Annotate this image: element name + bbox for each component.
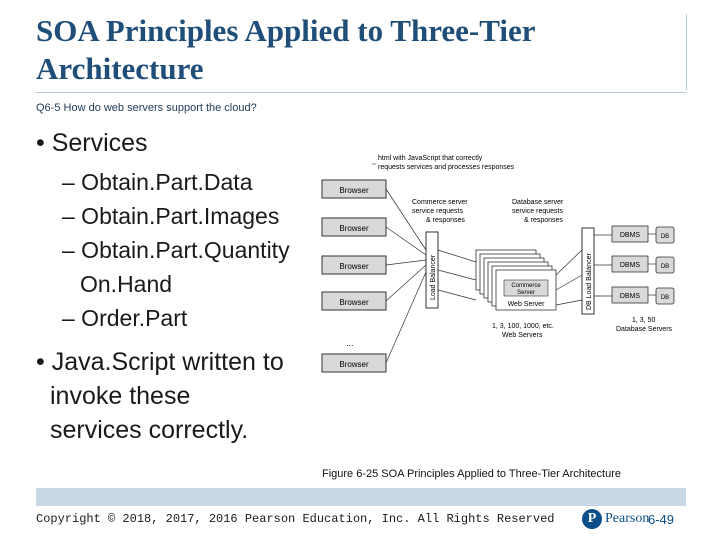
sub-bullet-on-hand: On.Hand (80, 271, 173, 297)
question-text: Q6-5 How do web servers support the clou… (36, 102, 257, 114)
pearson-brand: Pearson (605, 511, 650, 526)
sub-bullet-obtain-part-data: – Obtain.Part.Data (62, 169, 253, 195)
copyright-text: Copyright © 2018, 2017, 2016 Pearson Edu… (36, 512, 555, 526)
bullet-javascript-line-2: invoke these (50, 382, 191, 410)
browser-label: Browser (339, 224, 369, 233)
db-label-2: service requests (512, 208, 563, 215)
commerce-label-1: Commerce server (412, 199, 468, 206)
browser-label: Browser (339, 262, 369, 271)
slide-number: 6-49 (648, 512, 675, 527)
dbms-label: DBMS (620, 232, 641, 239)
bullet-javascript-line-1: • Java.Script written to (36, 348, 284, 376)
title-divider-vertical (686, 14, 687, 90)
db-label-3: & responses (524, 217, 563, 224)
title-divider-horizontal (36, 92, 686, 93)
db-label: DB (661, 234, 669, 240)
browser-label: Browser (339, 360, 369, 369)
db-label-1: Database server (512, 199, 564, 206)
browser-label: Browser (339, 298, 369, 307)
db-label: DB (661, 295, 669, 301)
top-note-line-1: html with JavaScript that correctly (378, 155, 483, 162)
sub-bullet-order-part: – Order.Part (62, 305, 188, 331)
sub-bullet-obtain-part-quantity: – Obtain.Part.Quantity (62, 237, 290, 263)
dbms-box: DBMS (611, 255, 649, 273)
slide-title: SOA Principles Applied to Three-Tier Arc… (36, 13, 535, 86)
connector-line (385, 271, 427, 364)
bullet-services: • Services (36, 129, 148, 157)
sub-bullet-obtain-part-images: – Obtain.Part.Images (62, 203, 280, 229)
browser-ellipsis: ... (346, 338, 354, 348)
db-label: DB (661, 264, 669, 270)
connector-line (385, 264, 427, 302)
web-server-label-1: Commerce (511, 283, 541, 289)
browser-box: Browser (321, 179, 387, 199)
figure-caption: Figure 6-25 SOA Principles Applied to Th… (322, 468, 621, 480)
dbms-box: DBMS (611, 286, 649, 304)
database-icon: DB (655, 256, 675, 274)
bullet-javascript: • Java.Script written to invoke these se… (36, 345, 284, 447)
pearson-logo-icon: P (582, 509, 602, 529)
browser-box: Browser (321, 291, 387, 311)
web-server-count-2: Web Servers (502, 332, 543, 339)
footer-bar (36, 488, 686, 506)
web-server-label-3: Web Server (508, 301, 545, 308)
commerce-label-3: & responses (426, 217, 465, 224)
db-load-balancer-label: DB Load Balancer (586, 253, 593, 310)
connector-line (385, 188, 427, 251)
connector-line (385, 226, 427, 256)
load-balancer-label: Load Balancer (430, 254, 437, 300)
top-note-line-2: requests services and processes response… (378, 164, 515, 171)
web-server-stack: Commerce Server Web Server (475, 249, 557, 311)
browser-label: Browser (339, 186, 369, 195)
db-load-balancer-box (581, 227, 595, 315)
web-server-count-1: 1, 3, 100, 1000, etc. (492, 323, 554, 330)
connector-line (385, 259, 427, 266)
browser-box: Browser (321, 353, 387, 373)
web-server-label-2: Server (517, 290, 535, 296)
bullet-javascript-line-3: services correctly. (50, 416, 249, 444)
browser-box: Browser (321, 255, 387, 275)
database-icon: DB (655, 287, 675, 305)
dbms-box: DBMS (611, 225, 649, 243)
db-count-2: Database Servers (616, 326, 673, 333)
database-icon: DB (655, 226, 675, 244)
dbms-label: DBMS (620, 262, 641, 269)
three-tier-diagram: Browser Browser Browser Browser ... Brow… (321, 155, 675, 373)
commerce-label-2: service requests (412, 208, 463, 215)
db-count-1: 1, 3, 50 (632, 317, 655, 324)
browser-box: Browser (321, 217, 387, 237)
dbms-label: DBMS (620, 293, 641, 300)
